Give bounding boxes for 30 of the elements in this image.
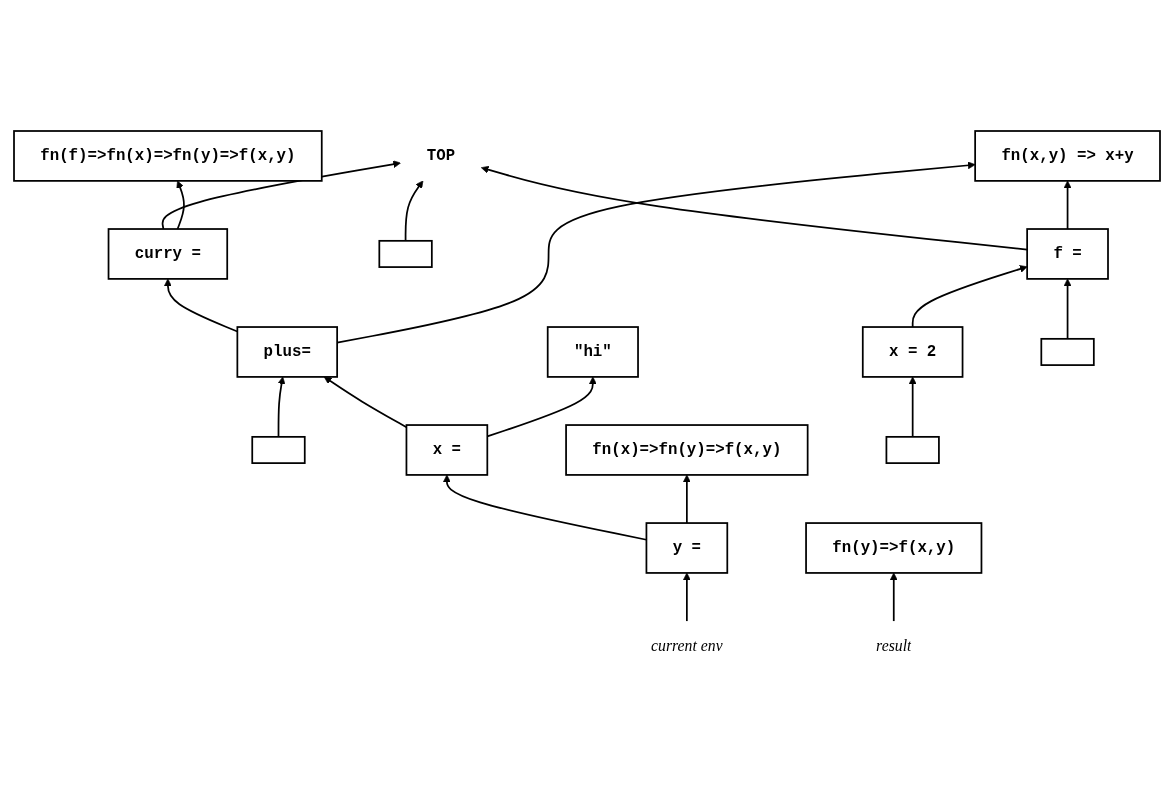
node-box xyxy=(885,436,940,464)
node-box: "hi" xyxy=(546,326,639,378)
node-box xyxy=(251,436,306,464)
arrow xyxy=(683,572,691,622)
node-box: fn(x,y) => x+y xyxy=(974,130,1161,182)
arrow xyxy=(277,376,286,438)
arrow xyxy=(683,474,691,524)
node-box: plus= xyxy=(236,326,338,378)
node-box xyxy=(378,239,433,268)
node-box: fn(f)=>fn(x)=>fn(y)=>f(x,y) xyxy=(13,130,323,182)
node-box: x = xyxy=(405,424,489,476)
node-box: f = xyxy=(1026,228,1109,280)
node-box: fn(y)=>f(x,y) xyxy=(805,522,983,574)
node-text: result xyxy=(876,636,912,655)
node-box: curry = xyxy=(107,228,229,280)
arrow xyxy=(1063,180,1072,230)
arrow xyxy=(161,160,401,230)
node-box xyxy=(1040,338,1095,366)
arrow xyxy=(889,572,898,622)
node-box: x = 2 xyxy=(861,326,964,378)
arrow xyxy=(908,376,917,438)
node-box: y = xyxy=(645,522,729,574)
node-text: current env xyxy=(651,636,723,655)
arrow xyxy=(911,265,1028,328)
arrow xyxy=(176,180,185,230)
node-box: fn(x)=>fn(y)=>f(x,y) xyxy=(565,424,809,476)
arrow xyxy=(1063,278,1072,340)
node-text: TOP xyxy=(426,146,456,165)
arrow xyxy=(404,180,424,242)
arrow xyxy=(481,165,1028,251)
